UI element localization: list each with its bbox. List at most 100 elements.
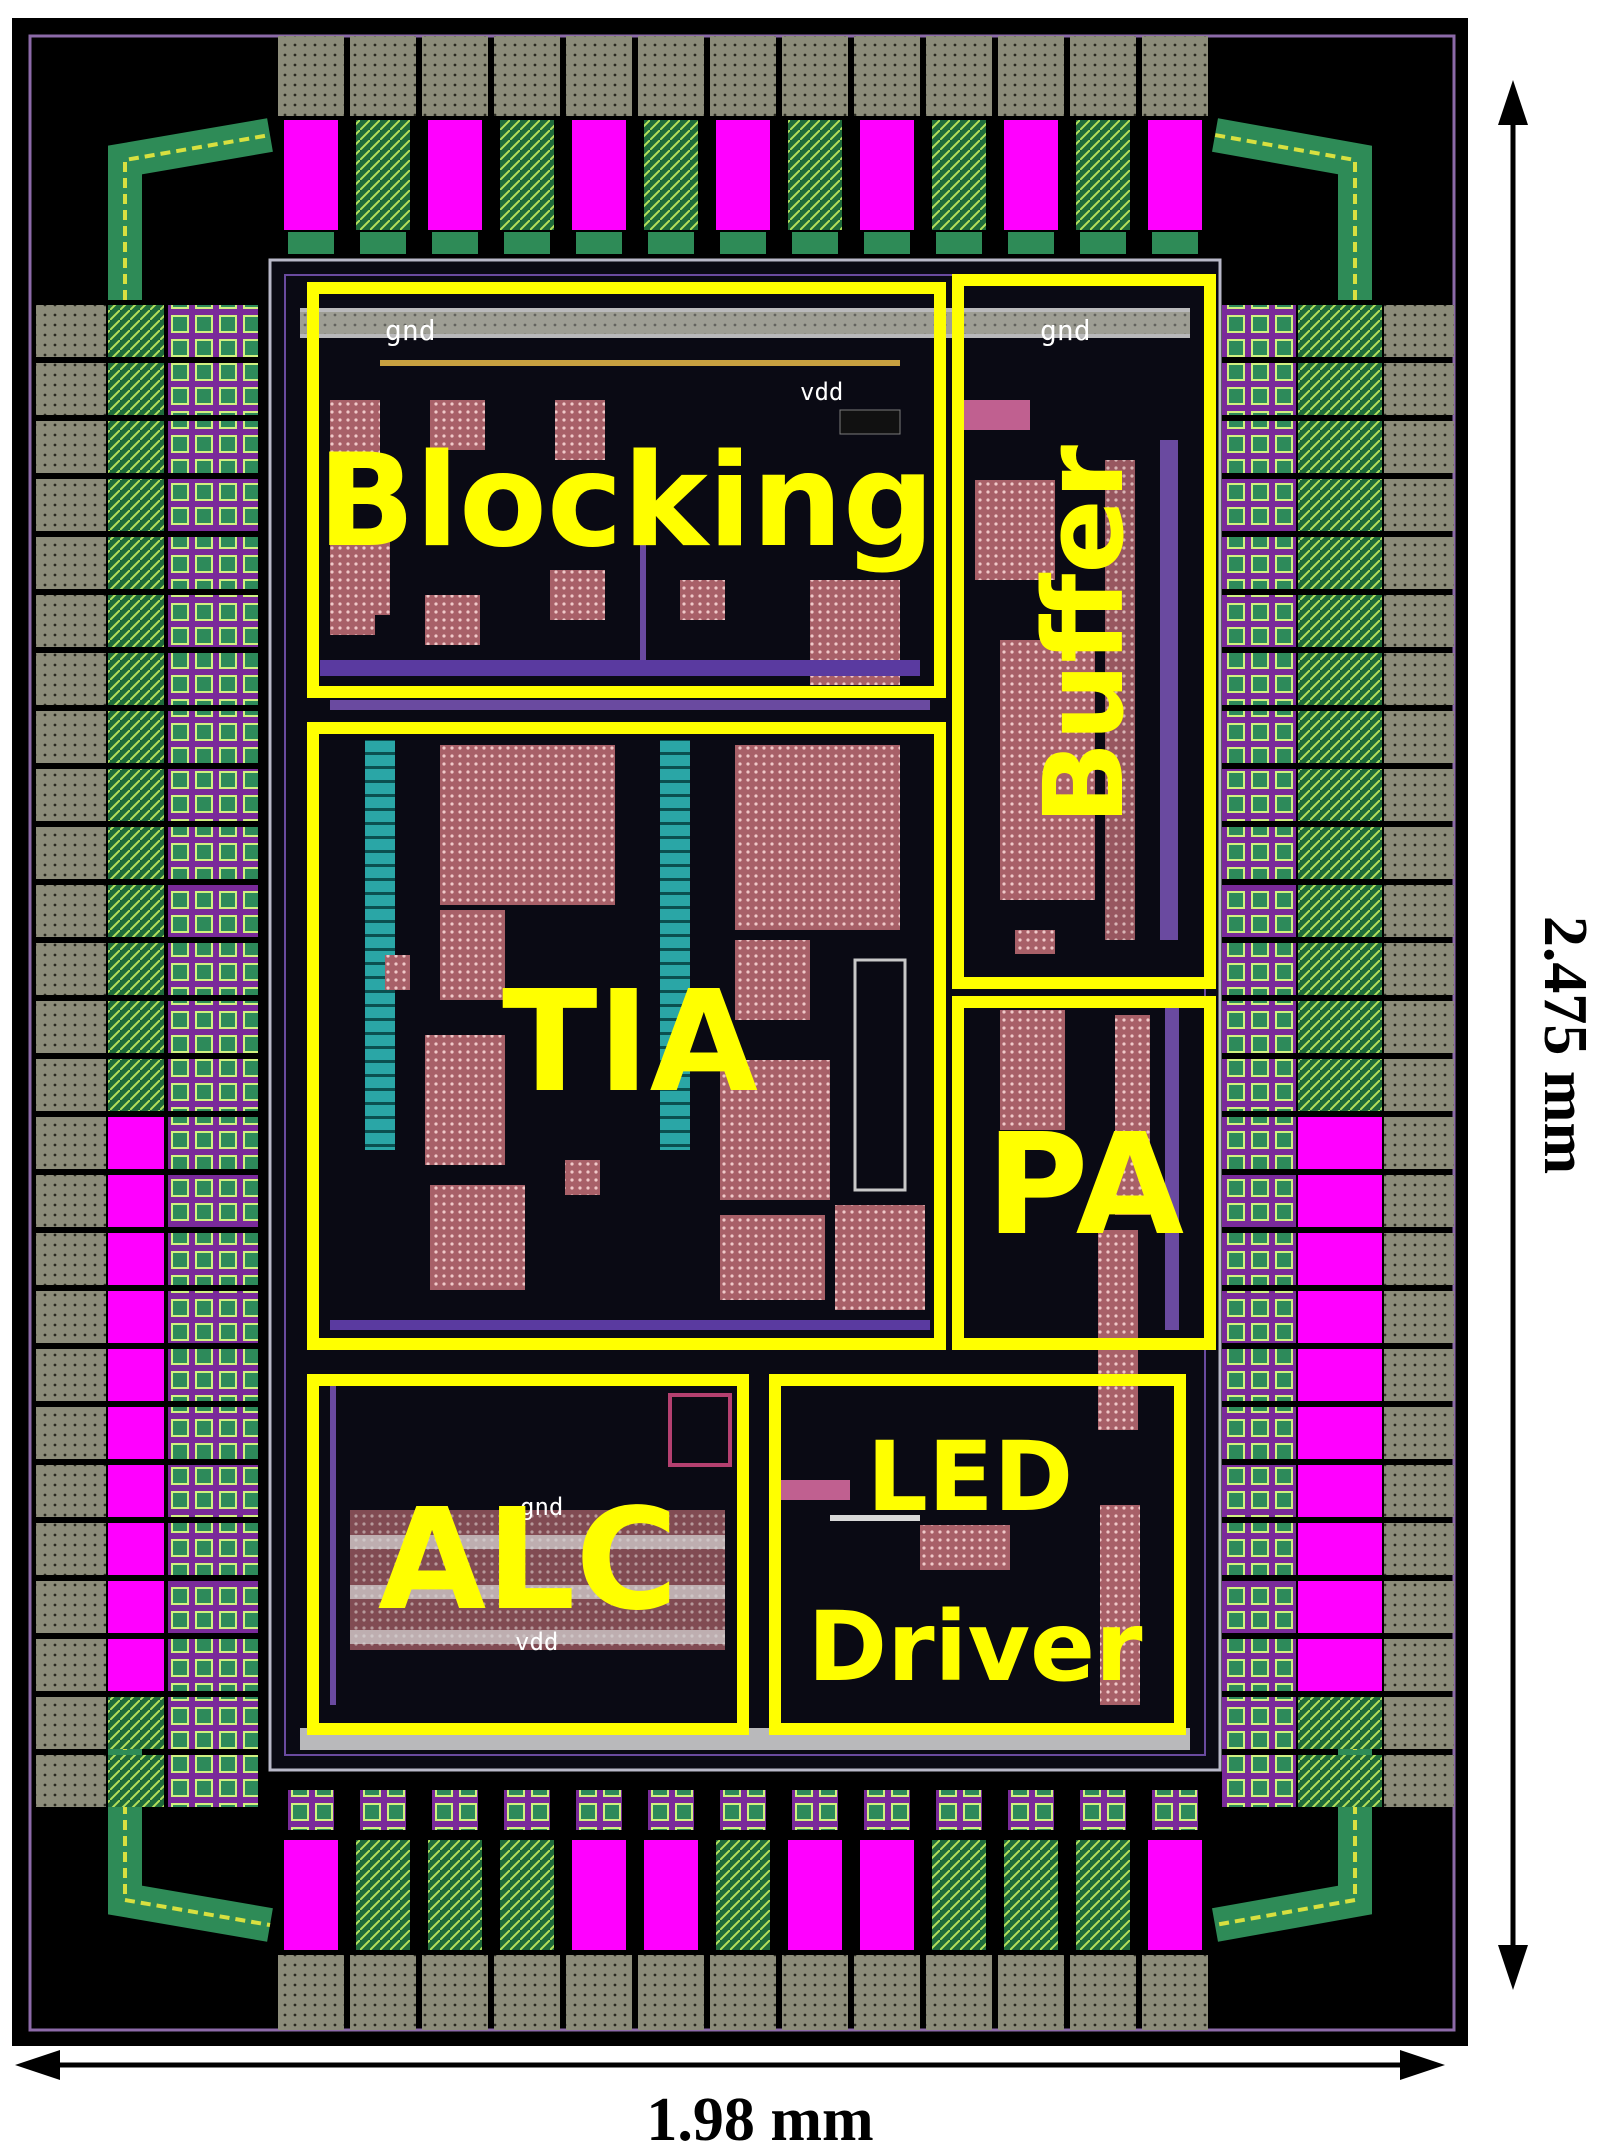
right-io-strip: [1222, 1523, 1296, 1575]
right-bond-pad: [1384, 1407, 1454, 1459]
left-io-strip: [168, 1639, 258, 1691]
top-io-cell: [716, 120, 770, 230]
right-io-cell: [1298, 1117, 1382, 1169]
left-io-strip: [168, 1465, 258, 1517]
bottom-io-cell: [1148, 1840, 1202, 1950]
right-bond-pad: [1384, 1755, 1454, 1807]
right-io-strip: [1222, 885, 1296, 937]
net-label-gnd-tia-top: gnd: [385, 314, 436, 347]
left-io-cell: [108, 711, 164, 763]
height-label: 2.475 mm: [1531, 916, 1597, 1174]
right-io-cell: [1298, 1175, 1382, 1227]
left-io-cell: [108, 1233, 164, 1285]
left-io-cell: [108, 1697, 164, 1749]
right-bond-pad: [1384, 1001, 1454, 1053]
bottom-io-cell: [356, 1840, 410, 1950]
left-io-cell: [108, 769, 164, 821]
alc-label: ALC: [378, 1479, 678, 1642]
top-bond-pad: [566, 36, 632, 116]
left-io-strip: [168, 363, 258, 415]
top-io-strip: [1152, 232, 1198, 254]
right-io-cell: [1298, 943, 1382, 995]
width-label: 1.98 mm: [646, 2086, 873, 2154]
top-io-cell: [644, 120, 698, 230]
buffer-label: Buffer: [1020, 445, 1148, 825]
right-bond-pad: [1384, 1639, 1454, 1691]
left-io-cell: [108, 1581, 164, 1633]
top-bond-pad: [422, 36, 488, 116]
left-io-strip: [168, 1523, 258, 1575]
width-arrow-left-head: [15, 2050, 60, 2080]
bottom-bond-pad: [1142, 1955, 1208, 2030]
right-io-strip: [1222, 1349, 1296, 1401]
net-label-vdd-alc: vdd: [515, 1628, 558, 1656]
left-bond-pad: [36, 769, 106, 821]
right-io-cell: [1298, 1755, 1382, 1807]
bottom-io-cell: [1004, 1840, 1058, 1950]
right-bond-pad: [1384, 363, 1454, 415]
right-io-strip: [1222, 363, 1296, 415]
tia-label: TIA: [502, 961, 758, 1124]
left-io-strip: [168, 1059, 258, 1111]
left-io-strip: [168, 1349, 258, 1401]
right-io-strip: [1222, 1755, 1296, 1807]
right-io-strip: [1222, 1059, 1296, 1111]
top-bond-pad: [278, 36, 344, 116]
bottom-io-cell: [644, 1840, 698, 1950]
top-io-strip: [504, 232, 550, 254]
left-bond-pad: [36, 1697, 106, 1749]
net-label-vdd-blocking: vdd: [800, 378, 843, 406]
left-io-strip: [168, 885, 258, 937]
bottom-io-cell: [716, 1840, 770, 1950]
left-io-cell: [108, 421, 164, 473]
top-bond-pad: [638, 36, 704, 116]
tia-region-layout: [330, 700, 930, 1330]
right-io-strip: [1222, 1291, 1296, 1343]
top-io-strip: [360, 232, 406, 254]
left-io-cell: [108, 1059, 164, 1111]
right-io-cell: [1298, 1059, 1382, 1111]
top-io-cell: [428, 120, 482, 230]
bottom-io-strip: [432, 1790, 478, 1830]
right-io-strip: [1222, 827, 1296, 879]
left-io-strip: [168, 653, 258, 705]
right-io-cell: [1298, 1001, 1382, 1053]
top-io-cell: [1004, 120, 1058, 230]
led-driver-label-line2: Driver: [808, 1591, 1144, 1703]
right-bond-pad: [1384, 305, 1454, 357]
top-bond-pad: [782, 36, 848, 116]
right-bond-pad: [1384, 537, 1454, 589]
left-bond-pad: [36, 1001, 106, 1053]
bottom-io-strip: [1152, 1790, 1198, 1830]
right-io-strip: [1222, 711, 1296, 763]
left-io-strip: [168, 305, 258, 357]
blocking-outline: [307, 282, 946, 698]
left-bond-pad: [36, 363, 106, 415]
top-bond-pad: [1070, 36, 1136, 116]
left-bond-pad: [36, 1175, 106, 1227]
left-bond-pad: [36, 305, 106, 357]
pad-ring-left: [36, 305, 258, 1807]
bottom-io-strip: [576, 1790, 622, 1830]
left-bond-pad: [36, 1407, 106, 1459]
right-io-strip: [1222, 1581, 1296, 1633]
right-io-cell: [1298, 1291, 1382, 1343]
top-io-strip: [648, 232, 694, 254]
left-io-strip: [168, 1291, 258, 1343]
led-driver-outline: [769, 1374, 1186, 1735]
left-bond-pad: [36, 1059, 106, 1111]
left-io-cell: [108, 595, 164, 647]
pa-region-layout: [1000, 1000, 1179, 1430]
right-bond-pad: [1384, 1175, 1454, 1227]
bottom-bond-pad: [350, 1955, 416, 2030]
left-io-cell: [108, 653, 164, 705]
top-bond-pad: [998, 36, 1064, 116]
right-io-cell: [1298, 1407, 1382, 1459]
top-io-cell: [860, 120, 914, 230]
left-bond-pad: [36, 943, 106, 995]
top-io-strip: [1080, 232, 1126, 254]
left-bond-pad: [36, 1523, 106, 1575]
right-io-strip: [1222, 1001, 1296, 1053]
left-bond-pad: [36, 1639, 106, 1691]
right-io-cell: [1298, 1233, 1382, 1285]
